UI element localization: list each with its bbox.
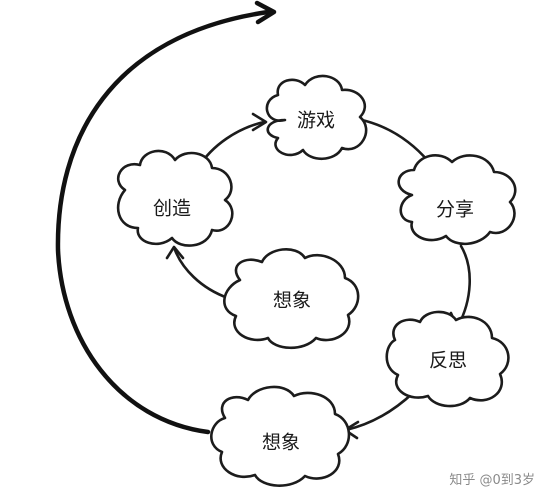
- cloud-create: 创造: [116, 149, 234, 247]
- node-label-reflect: 反思: [429, 350, 467, 372]
- arrow-imagine-to-create: [173, 248, 230, 300]
- cloud-reflect: 反思: [385, 310, 510, 408]
- node-label-create: 创造: [153, 198, 191, 220]
- cloud-share: 分享: [397, 154, 517, 246]
- node-label-imagine-center: 想象: [273, 290, 311, 312]
- node-label-game: 游戏: [297, 110, 335, 132]
- outer-loop-arrowhead: [254, 0, 277, 25]
- watermark: 知乎 @0到3岁: [449, 473, 535, 488]
- cloud-game: 游戏: [265, 74, 368, 161]
- arrow-share-to-reflect: [456, 244, 471, 328]
- node-label-share: 分享: [436, 199, 474, 221]
- cloud-imagine-bottom: 想象: [210, 385, 351, 487]
- arrowhead-create-to-game: [251, 112, 268, 132]
- arrowhead-imagine-to-create: [165, 245, 185, 260]
- outer-loop-arrow: [55, 9, 271, 435]
- cloud-imagine-center: 想象: [223, 248, 360, 350]
- node-label-imagine-bottom: 想象: [262, 432, 300, 454]
